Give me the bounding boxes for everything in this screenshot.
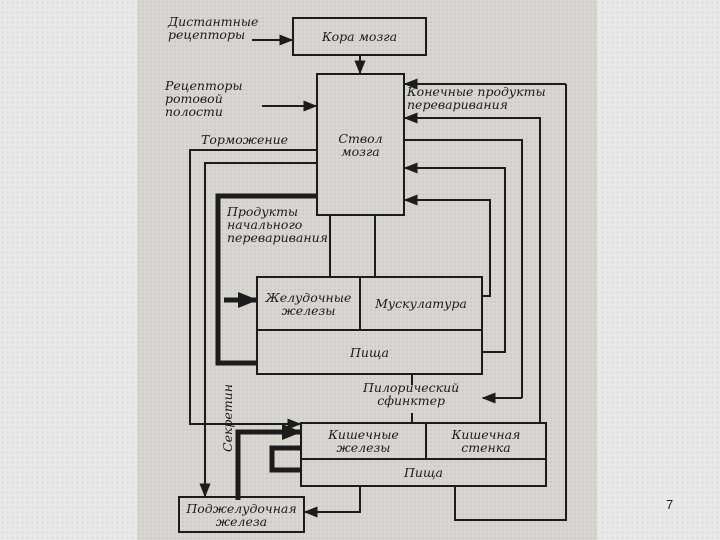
pancreas-label: Поджелудочная железа: [186, 500, 297, 529]
cortex-label: Кора мозга: [321, 29, 398, 44]
line-intestinal-loop: [269, 445, 300, 473]
distant-receptors-label: Дистантные рецепторы: [168, 14, 259, 42]
page-number: 7: [666, 497, 674, 512]
intestine-food-box: Пища: [302, 460, 545, 485]
initial-products-label: Продукты начального переваривания: [227, 204, 328, 245]
arrow-musculature-to-brainstem: [403, 194, 491, 297]
gastric-glands-label: Желудочные железы: [265, 289, 352, 318]
line-feedback-3: [405, 139, 523, 398]
stomach-food-box: Пища: [258, 331, 481, 373]
musculature-label: Мускулатура: [375, 296, 467, 311]
intestine-block: Кишечные железы Кишечная стенка Пища: [300, 422, 547, 487]
inhibition-label: Торможение: [201, 132, 289, 147]
pancreas-box: Поджелудочная железа: [178, 496, 305, 533]
final-products-label: Конечные продукты переваривания: [407, 84, 546, 112]
diagram-page: [137, 0, 597, 540]
intestinal-wall-box: Кишечная стенка: [427, 424, 545, 460]
arrow-food-to-brainstem: [403, 162, 506, 353]
line-initial-products: [215, 193, 316, 366]
intestinal-wall-label: Кишечная стенка: [451, 427, 521, 455]
cortex-box: Кора мозга: [292, 17, 427, 56]
stomach-block: Желудочные железы Мускулатура Пища: [256, 276, 483, 375]
arrow-intestinal-wall-to-brainstem: [403, 112, 541, 422]
line-final-products-outer: [454, 84, 567, 521]
arrow-secretin: [235, 424, 302, 500]
intestine-food-label: Пища: [404, 465, 443, 480]
intestinal-glands-label: Кишечные железы: [328, 427, 399, 455]
arrow-inhibition: [189, 149, 316, 430]
gastric-glands-box: Желудочные железы: [258, 278, 361, 331]
pyloric-sphincter-label: Пилорический сфинктер: [363, 380, 460, 408]
oral-receptors-label: Рецепторы ротовой полости: [165, 78, 243, 119]
brainstem-label: Ствол мозга: [338, 130, 383, 159]
intestinal-glands-box: Кишечные железы: [302, 424, 427, 460]
arrow-brainstem-to-pancreas: [199, 162, 316, 498]
brainstem-box: Ствол мозга: [316, 73, 405, 216]
stomach-food-label: Пища: [350, 344, 389, 360]
arrow-intestine-to-pancreas: [303, 487, 361, 518]
secretin-label: Секретин: [220, 384, 235, 452]
musculature-box: Мускулатура: [361, 278, 481, 331]
